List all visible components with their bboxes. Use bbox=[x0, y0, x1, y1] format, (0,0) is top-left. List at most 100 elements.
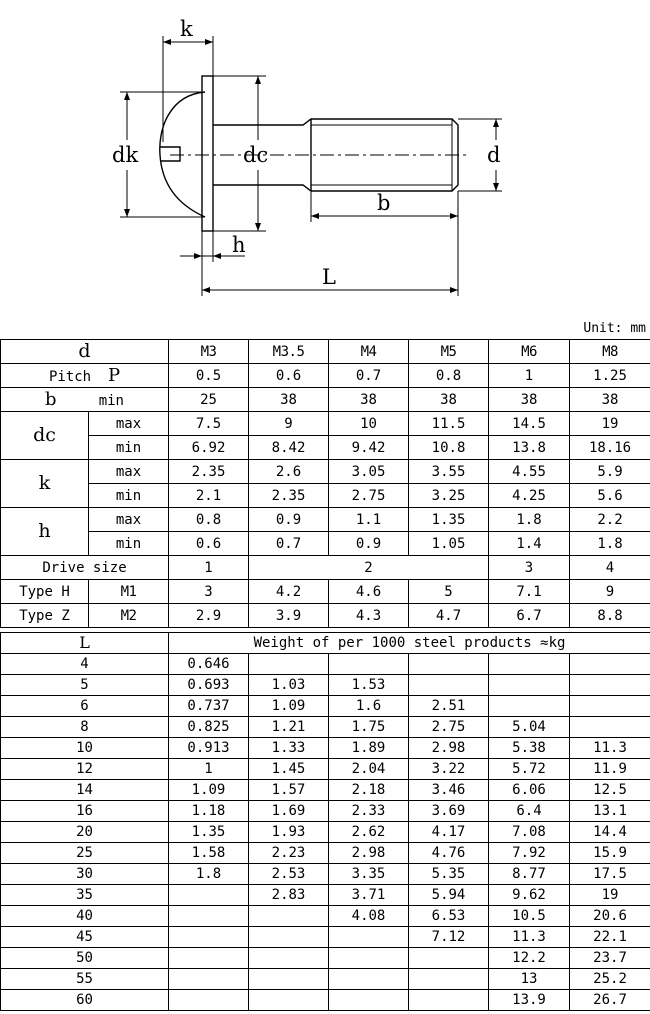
weight-cell: 2.83 bbox=[248, 884, 329, 906]
weight-cell bbox=[408, 674, 489, 696]
value-cell: 19 bbox=[569, 411, 650, 436]
drive-label: Drive size bbox=[0, 555, 170, 580]
weight-cell bbox=[168, 989, 249, 1011]
value-cell: 1.1 bbox=[328, 507, 410, 532]
weight-cell: 9.62 bbox=[488, 884, 570, 906]
weight-cell: 13.1 bbox=[568, 800, 650, 822]
value-cell: 2.1 bbox=[168, 483, 250, 508]
value-cell: 3 bbox=[488, 555, 571, 580]
value-cell: 18.16 bbox=[569, 435, 650, 460]
weight-cell bbox=[168, 947, 249, 969]
max-label: max bbox=[87, 411, 170, 436]
weight-cell: 20.6 bbox=[568, 905, 650, 927]
weight-cell bbox=[568, 695, 650, 717]
length-cell: 14 bbox=[0, 779, 169, 801]
value-cell: 9.42 bbox=[328, 435, 410, 460]
value-cell: 38 bbox=[569, 387, 650, 412]
value-cell: 25 bbox=[168, 387, 250, 412]
weight-cell bbox=[488, 653, 570, 675]
value-cell: 0.6 bbox=[168, 531, 250, 556]
spec-table: d M3 M3.5 M4 M5 M6 M8 Pitch P 0.5 0.6 0.… bbox=[0, 339, 650, 628]
weight-cell: 0.913 bbox=[168, 737, 249, 759]
value-cell: 38 bbox=[328, 387, 410, 412]
weight-cell: 1.57 bbox=[248, 779, 329, 801]
weight-header-row: L Weight of per 1000 steel products ≈kg bbox=[0, 632, 650, 654]
weight-cell: 1.09 bbox=[168, 779, 249, 801]
label-b: b bbox=[377, 191, 390, 215]
weight-cell: 7.12 bbox=[408, 926, 489, 948]
type-h-label: Type H bbox=[0, 579, 89, 604]
weight-cell: 1.18 bbox=[168, 800, 249, 822]
weight-cell: 1.45 bbox=[248, 758, 329, 780]
weight-cell: 3.71 bbox=[328, 884, 409, 906]
value-cell: 3.25 bbox=[408, 483, 490, 508]
value-cell: 38 bbox=[408, 387, 490, 412]
weight-cell: 1.69 bbox=[248, 800, 329, 822]
weight-cell: 1.58 bbox=[168, 842, 249, 864]
weight-cell: 2.62 bbox=[328, 821, 409, 843]
weight-cell: 1.93 bbox=[248, 821, 329, 843]
value-cell: 1.8 bbox=[488, 507, 571, 532]
value-cell: 5.6 bbox=[569, 483, 650, 508]
weight-cell: 5.35 bbox=[408, 863, 489, 885]
weight-cell bbox=[248, 905, 329, 927]
weight-cell: 0.646 bbox=[168, 653, 249, 675]
label-dc: dc bbox=[243, 143, 268, 167]
weight-cell: 11.3 bbox=[488, 926, 570, 948]
length-cell: 10 bbox=[0, 737, 169, 759]
value-cell: 0.8 bbox=[408, 363, 490, 388]
weight-cell: 11.3 bbox=[568, 737, 650, 759]
weight-cell: 5.04 bbox=[488, 716, 570, 738]
weight-cell bbox=[168, 968, 249, 990]
screw-drawing: k dk dc d b h L bbox=[112, 17, 502, 296]
weight-cell: 19 bbox=[568, 884, 650, 906]
weight-table: L Weight of per 1000 steel products ≈kg … bbox=[0, 632, 650, 1011]
size-cell: M4 bbox=[328, 339, 410, 364]
weight-cell bbox=[408, 947, 489, 969]
l-label: L bbox=[0, 632, 169, 654]
type-z-label: Type Z bbox=[0, 603, 89, 628]
weight-cell: 2.51 bbox=[408, 695, 489, 717]
weight-cell: 15.9 bbox=[568, 842, 650, 864]
spec-row-type-z: Type Z M2 2.9 3.9 4.3 4.7 6.7 8.8 bbox=[0, 603, 650, 628]
spec-row-h-max: h max 0.8 0.9 1.1 1.35 1.8 2.2 bbox=[0, 507, 650, 556]
weight-cell bbox=[408, 653, 489, 675]
spec-row-b: b min 25 38 38 38 38 38 bbox=[0, 387, 650, 412]
length-cell: 25 bbox=[0, 842, 169, 864]
weight-cell: 4.76 bbox=[408, 842, 489, 864]
weight-cell: 8.77 bbox=[488, 863, 570, 885]
weight-cell bbox=[328, 926, 409, 948]
weight-cell: 0.693 bbox=[168, 674, 249, 696]
value-cell: 4.25 bbox=[488, 483, 571, 508]
value-cell: 9 bbox=[569, 579, 650, 604]
value-cell: 6.92 bbox=[168, 435, 250, 460]
value-cell: 4.2 bbox=[248, 579, 330, 604]
label-d: d bbox=[487, 143, 500, 167]
value-cell: 14.5 bbox=[488, 411, 571, 436]
value-cell: 0.7 bbox=[328, 363, 410, 388]
screw-flange bbox=[201, 75, 214, 232]
weight-cell: 7.08 bbox=[488, 821, 570, 843]
value-cell: 1.4 bbox=[488, 531, 571, 556]
weight-cell: 5.94 bbox=[408, 884, 489, 906]
weight-cell: 6.53 bbox=[408, 905, 489, 927]
spec-row-k-min: min 2.1 2.35 2.75 3.25 4.25 5.6 bbox=[1, 483, 650, 508]
size-cell: M8 bbox=[569, 339, 650, 364]
length-cell: 5 bbox=[0, 674, 169, 696]
weight-cell bbox=[408, 989, 489, 1011]
weight-cell: 7.92 bbox=[488, 842, 570, 864]
weight-cell bbox=[248, 968, 329, 990]
min-label: min bbox=[87, 483, 170, 508]
weight-cell: 2.75 bbox=[408, 716, 489, 738]
weight-cell: 3.35 bbox=[328, 863, 409, 885]
weight-cell: 1.35 bbox=[168, 821, 249, 843]
dc-label: dc bbox=[0, 411, 89, 460]
max-label: max bbox=[87, 507, 170, 532]
max-label: max bbox=[87, 459, 170, 484]
weight-cell: 10.5 bbox=[488, 905, 570, 927]
length-cell: 30 bbox=[0, 863, 169, 885]
weight-cell bbox=[168, 884, 249, 906]
